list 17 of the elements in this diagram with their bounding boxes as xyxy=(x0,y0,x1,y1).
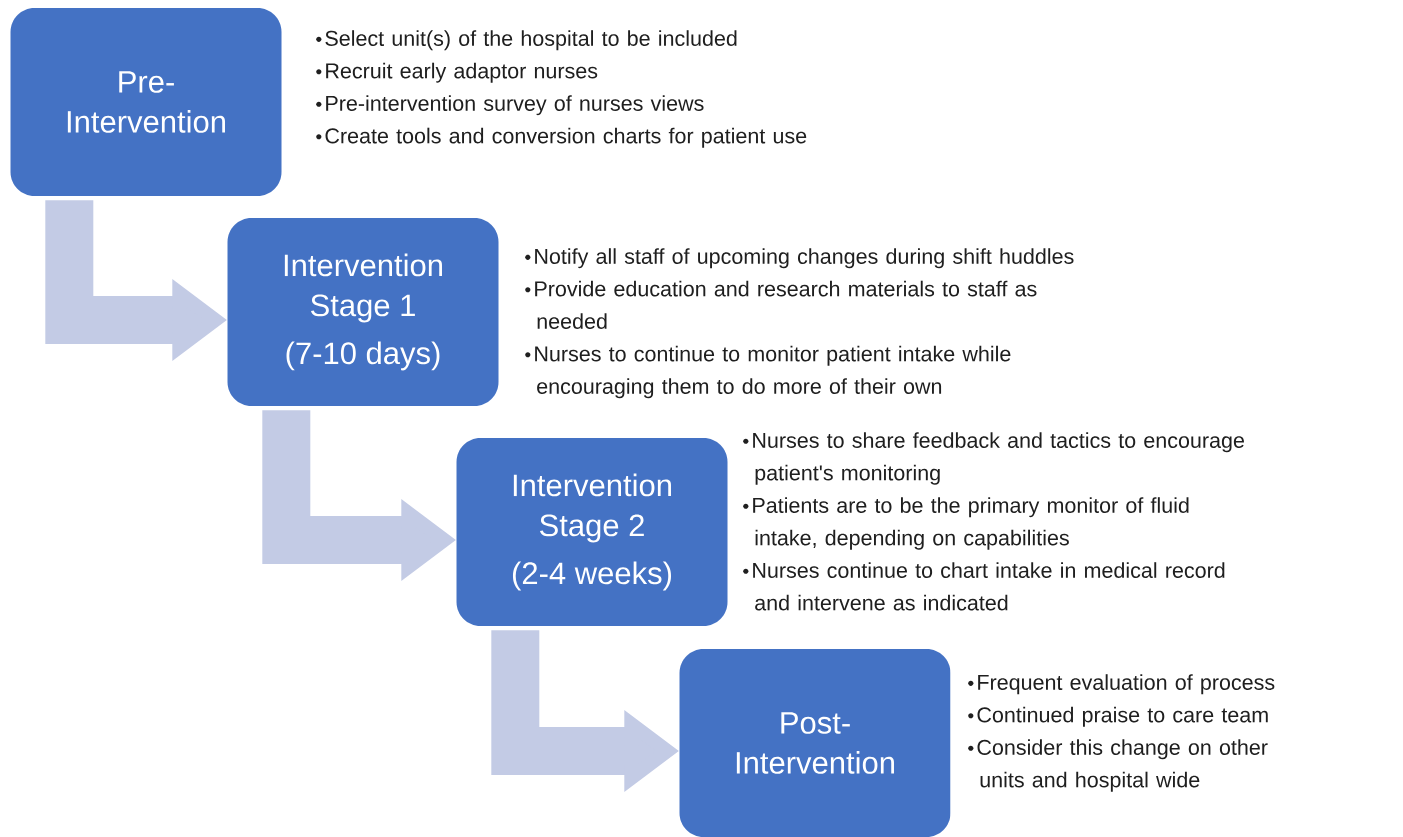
bullet-text: Patients are to be the primary monitor of fluid intake, depending on capabilities xyxy=(753,497,1189,550)
bullet-text: Nurses to continue to monitor patient intake while encouraging them to do more of their own xyxy=(535,345,1011,399)
bullet-text: Recruit early adaptor nurses xyxy=(326,62,598,83)
stage-box: Intervention Stage 2 (2-4 weeks) xyxy=(456,438,728,626)
bullet-text: Select unit(s) of the hospital to be included xyxy=(325,30,737,51)
stage-box: Intervention Stage 1 (7-10 days) xyxy=(227,218,499,406)
bullet-text: Nurses continue to chart intake in medical record and intervene as indicated xyxy=(753,562,1225,611)
bullet-text: Provide education and research materials to staff as needed xyxy=(535,280,1037,329)
bullet-text: Nurses to share feedback and tactics to encourage patient's monitoring xyxy=(753,432,1244,485)
bullet-text: Create tools and conversion charts for patient use xyxy=(325,127,807,148)
bullet-text: Frequent evaluation of process xyxy=(978,674,1275,695)
bullet-text: Pre-intervention survey of nurses views xyxy=(326,95,704,116)
stage-box: Pre- Intervention xyxy=(10,8,282,196)
bullet-text: Notify all staff of upcoming changes during shift huddles xyxy=(535,248,1074,269)
stage-box: Post- Intervention xyxy=(679,649,951,837)
bullet-text: Consider this change on other units and hospital wide xyxy=(977,739,1268,792)
bullet-text: Continued praise to care team xyxy=(977,706,1268,727)
